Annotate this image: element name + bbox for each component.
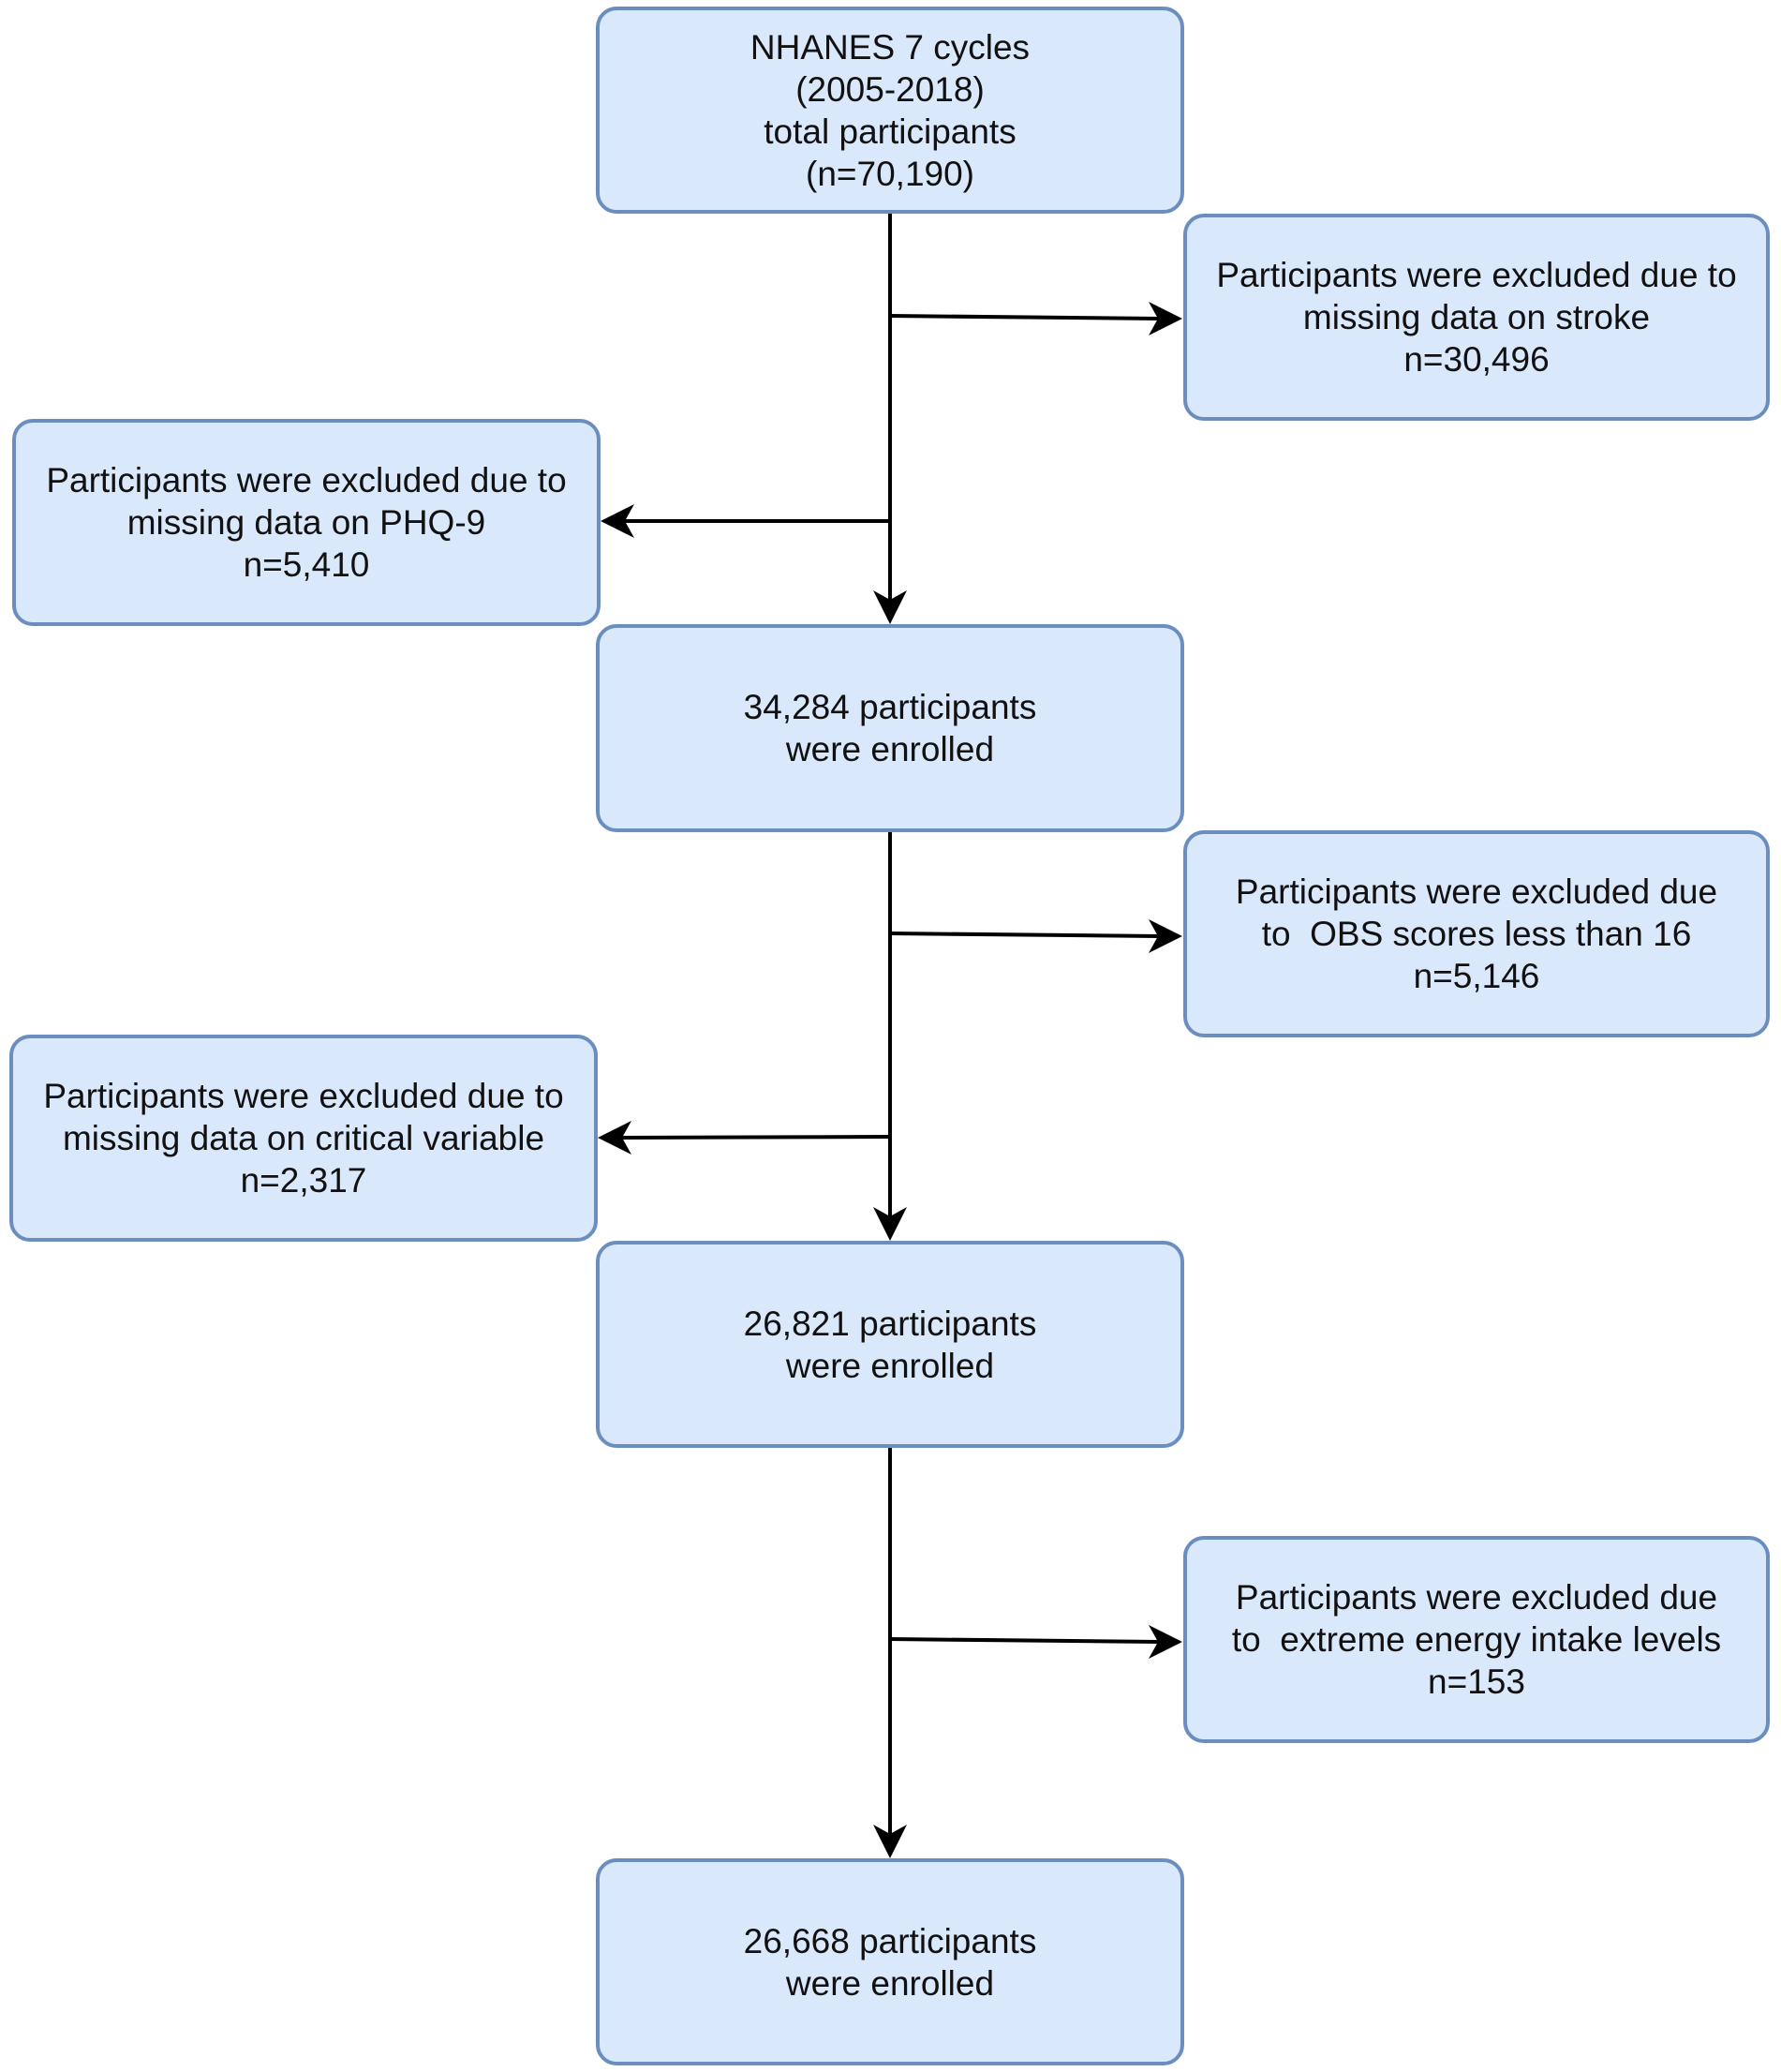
exclusion-box-obs: Participants were excluded due to OBS sc… [1183,830,1770,1037]
exclusion-energy-line-2: to extreme energy intake levels [1231,1620,1722,1659]
exclusion-obs-line-2: to OBS scores less than 16 [1261,915,1692,953]
exclusion-obs-line-1: Participants were excluded due [1235,872,1718,911]
enrolled-1-count: 34,284 participants [743,688,1037,726]
exclusion-phq9-line-2: missing data on PHQ-9 [126,503,486,542]
branch-line-stroke [889,314,1161,320]
exclusion-phq9-line-1: Participants were excluded due to [46,461,567,499]
exclusion-energy-count: n=153 [1428,1662,1525,1701]
arrowhead-enrolled-3 [873,1825,907,1858]
exclusion-obs-count: n=5,146 [1413,957,1540,995]
start-line-3: total participants [764,112,1017,151]
exclusion-critical-line-1: Participants were excluded due to [43,1077,564,1115]
arrowhead-enrolled-2 [873,1207,907,1241]
exclusion-box-energy: Participants were excluded due to extrem… [1183,1536,1770,1743]
start-line-4: (n=70,190) [806,154,974,193]
arrowhead-phq9 [601,504,634,538]
exclusion-critical-count: n=2,317 [240,1161,367,1200]
start-box: NHANES 7 cycles (2005-2018) total partic… [596,7,1184,214]
exclusion-critical-line-2: missing data on critical variable [62,1119,545,1157]
enrolled-box-1: 34,284 participants were enrolled [596,624,1184,832]
arrowhead-energy [1149,1625,1182,1659]
enrolled-1-label: were enrolled [785,730,995,768]
enrolled-2-count: 26,821 participants [743,1304,1037,1343]
exclusion-phq9-count: n=5,410 [243,545,370,584]
arrowhead-obs [1149,919,1182,953]
exclusion-stroke-line-1: Participants were excluded due to [1216,256,1737,294]
arrowhead-critical [598,1121,631,1155]
exclusion-energy-line-1: Participants were excluded due [1235,1578,1718,1617]
arrowhead-stroke [1149,302,1182,335]
enrolled-box-2: 26,821 participants were enrolled [596,1241,1184,1448]
exclusion-box-critical: Participants were excluded due to missin… [9,1035,598,1242]
exclusion-box-phq9: Participants were excluded due to missin… [12,419,601,626]
branch-line-energy [889,1637,1161,1644]
branch-line-critical [619,1135,891,1140]
exclusion-box-stroke: Participants were excluded due to missin… [1183,214,1770,421]
enrolled-3-count: 26,668 participants [743,1921,1037,1960]
exclusion-stroke-count: n=30,496 [1403,340,1550,379]
enrolled-3-label: were enrolled [785,1963,995,2003]
arrowhead-enrolled-1 [873,590,907,624]
enrolled-box-3: 26,668 participants were enrolled [596,1858,1184,2065]
enrolled-2-label: were enrolled [785,1346,995,1385]
branch-line-obs [889,932,1161,938]
start-line-1: NHANES 7 cycles [750,27,1031,67]
start-line-2: (2005-2018) [795,69,985,109]
exclusion-stroke-line-2: missing data on stroke [1302,298,1651,336]
